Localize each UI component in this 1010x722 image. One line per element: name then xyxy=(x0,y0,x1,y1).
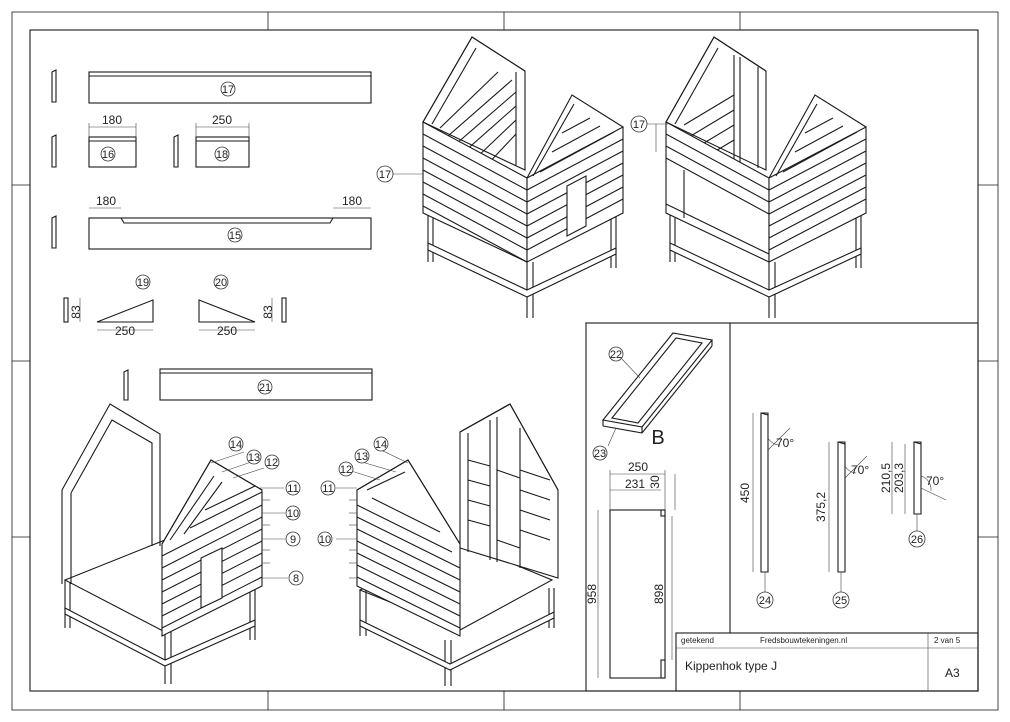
dim-958: 958 xyxy=(585,584,599,604)
angle-70-26: 70° xyxy=(926,474,944,488)
part-label-18: 18 xyxy=(216,149,228,161)
part-label-11-mirror: 11 xyxy=(322,483,333,495)
angle-70-25: 70° xyxy=(851,463,869,477)
dim-450: 450 xyxy=(738,483,752,503)
dim-180: 180 xyxy=(102,113,122,127)
part-label-24: 24 xyxy=(759,595,771,607)
part-label-9: 9 xyxy=(290,534,296,546)
dim-30: 30 xyxy=(648,475,662,489)
part-label-21: 21 xyxy=(259,382,271,394)
dim-250-b: 250 xyxy=(628,460,648,474)
part-18-board: 250 18 xyxy=(173,113,250,168)
detail-b-tray: 22 23 B xyxy=(592,332,714,461)
part-label-26: 26 xyxy=(911,534,923,546)
part-label-13-mirror: 13 xyxy=(356,451,368,463)
part-label-25: 25 xyxy=(835,595,847,607)
part-label-19: 19 xyxy=(137,277,149,289)
part-label-14: 14 xyxy=(230,439,242,451)
part-label-16: 16 xyxy=(102,149,114,161)
coop-view-top-left: 17 xyxy=(376,36,624,318)
part-17-board: 17 xyxy=(51,69,372,104)
coop-view-top-right: 17 xyxy=(630,36,867,318)
dim-83-right: 83 xyxy=(261,305,275,319)
part-label-11: 11 xyxy=(287,483,298,495)
dim-83-left: 83 xyxy=(69,305,83,319)
part-21-board: 21 xyxy=(123,368,373,401)
dim-250-19: 250 xyxy=(115,324,135,338)
detail-label-b: B xyxy=(651,427,664,449)
post-25: 70° 375,2 25 xyxy=(814,441,869,609)
part-label-13: 13 xyxy=(248,452,260,464)
detail-b-board: 250 231 30 958 898 xyxy=(585,460,676,679)
part-label-10-mirror: 10 xyxy=(319,534,331,546)
title-block-title: Kippenhok type J xyxy=(685,659,777,673)
part-label-12: 12 xyxy=(266,457,278,469)
part-label-15: 15 xyxy=(229,230,241,242)
title-block-drawn-label: getekend xyxy=(681,636,714,645)
part-label-17-view2: 17 xyxy=(633,119,645,131)
title-block-format: A3 xyxy=(945,666,960,680)
coop-view-bottom-left: 14 13 12 11 10 9 8 xyxy=(61,403,304,684)
post-24: 70° 450 24 xyxy=(738,412,794,609)
dim-180-left: 180 xyxy=(96,194,116,208)
part-19-wedge: 19 83 250 xyxy=(63,274,154,338)
part-label-10: 10 xyxy=(287,508,299,520)
dim-898: 898 xyxy=(652,584,666,604)
angle-70-24: 70° xyxy=(776,436,794,450)
part-label-20: 20 xyxy=(215,277,227,289)
part-15-board: 180 180 15 xyxy=(51,194,372,250)
title-block-website: Fredsbouwtekeningen.nl xyxy=(760,636,847,645)
dim-203-3: 203,3 xyxy=(892,463,906,493)
title-block-page: 2 van 5 xyxy=(934,636,961,645)
dim-250-20: 250 xyxy=(217,324,237,338)
dim-180-right: 180 xyxy=(342,194,362,208)
part-label-8: 8 xyxy=(293,573,299,585)
title-block: getekend Fredsbouwtekeningen.nl 2 van 5 … xyxy=(675,632,979,692)
dim-210-5: 210,5 xyxy=(879,463,893,493)
coop-view-bottom-right: 14 13 12 11 10 xyxy=(317,403,559,686)
post-26: 70° 210,5 203,3 26 xyxy=(879,441,947,548)
part-label-23: 23 xyxy=(594,448,606,460)
part-label-17-view1: 17 xyxy=(379,169,391,181)
dim-231: 231 xyxy=(625,477,645,491)
part-label-14-mirror: 14 xyxy=(375,439,387,451)
part-label-17: 17 xyxy=(222,84,234,96)
part-label-22: 22 xyxy=(610,349,622,361)
part-16-board: 180 16 xyxy=(51,113,137,168)
part-20-wedge: 20 250 83 xyxy=(198,274,287,338)
part-label-12-mirror: 12 xyxy=(340,464,352,476)
dim-250: 250 xyxy=(212,113,232,127)
dim-375-2: 375,2 xyxy=(814,492,828,522)
